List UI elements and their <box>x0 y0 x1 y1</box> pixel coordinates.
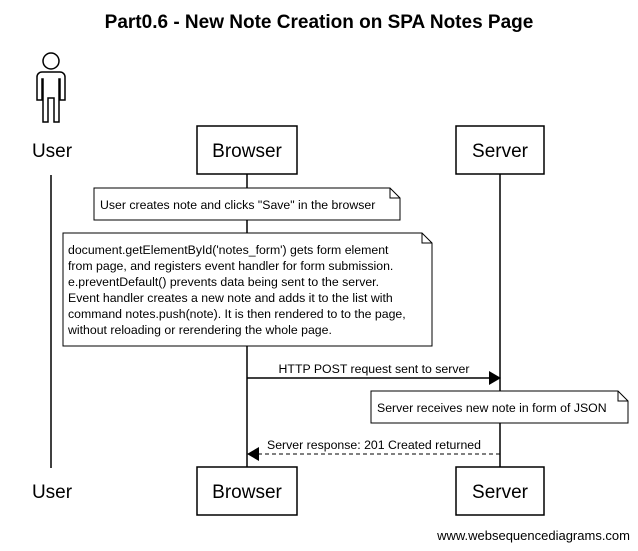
actor-user-top: User <box>32 141 73 162</box>
note-server-receive: Server receives new note in form of JSON <box>370 390 629 424</box>
note-browser-processing: document.getElementById('notes_form') ge… <box>62 232 433 347</box>
actor-user-bottom: User <box>32 482 73 503</box>
message-server-response-label: Server response: 201 Created returned <box>267 438 481 452</box>
actor-browser-top: Browser <box>212 141 282 162</box>
note-line: command notes.push(note). It is then ren… <box>68 307 406 321</box>
actor-browser-box-top <box>196 125 298 175</box>
diagram-title: Part0.6 - New Note Creation on SPA Notes… <box>105 12 534 33</box>
note-server-receive-text: Server receives new note in form of JSON <box>377 401 607 415</box>
note-line: from page, and registers event handler f… <box>68 259 393 273</box>
note-user-action: User creates note and clicks "Save" in t… <box>93 187 401 221</box>
actor-browser-bottom: Browser <box>212 482 282 503</box>
arrowhead-right-icon <box>489 371 501 385</box>
message-post-request-label: HTTP POST request sent to server <box>279 362 470 376</box>
actor-server-box-top <box>455 125 545 175</box>
note-user-action-text: User creates note and clicks "Save" in t… <box>100 198 375 212</box>
message-server-response: Server response: 201 Created returned <box>247 438 500 461</box>
watermark-footer: www.websequencediagrams.com <box>436 528 630 543</box>
actor-browser-box-bottom <box>196 466 298 516</box>
note-line: document.getElementById('notes_form') ge… <box>68 243 389 257</box>
user-stick-figure-icon <box>36 52 66 123</box>
actor-server-bottom: Server <box>472 482 529 503</box>
note-line: without reloading or rerendering the who… <box>67 323 332 337</box>
note-line: Event handler creates a new note and add… <box>68 291 393 305</box>
actor-server-top: Server <box>472 141 529 162</box>
actor-server-box-bottom <box>455 466 545 516</box>
note-line: e.preventDefault() prevents data being s… <box>68 275 379 289</box>
arrowhead-left-icon <box>247 447 259 461</box>
message-post-request: HTTP POST request sent to server <box>247 362 501 385</box>
